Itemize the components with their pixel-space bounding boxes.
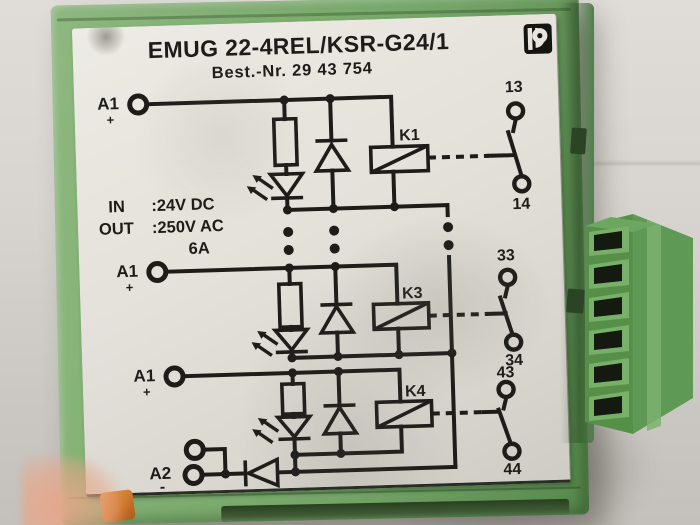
rating-current: 6A [188,239,210,258]
terminal-13 [505,101,526,121]
label-k4: K4 [405,383,426,401]
terminal-44 [502,441,522,461]
finger [22,455,122,525]
led1-arrows-icon [246,175,274,202]
led-symbols [266,171,314,442]
label-minus: - [160,479,166,494]
terminal-43 [496,379,516,400]
rating-out-value: :250V AC [152,217,224,237]
label-plus-ch2: + [126,280,134,295]
label-a1-ch3: A1 [133,366,155,386]
label-a1-ch2: A1 [116,262,138,282]
resistor2-symbol [276,281,304,330]
relay-coil-k4 [374,398,435,430]
led3-arrows-icon [252,417,280,444]
led3-symbol [274,414,314,442]
relay-coil-symbols [368,143,435,430]
diode1-symbol [313,138,352,173]
relay-coil-k3 [371,300,432,332]
circuit-wires [145,94,525,477]
relay-module-housing: EMUG 22-4REL/KSR-G24/1 Best.-Nr. 29 43 7… [50,0,590,525]
junction-dots [221,94,457,479]
continuation-ellipsis-dots [283,222,454,255]
contact-terminal-rings [496,101,532,461]
label-44: 44 [503,461,521,479]
phoenix-contact-logo-icon [523,23,553,55]
label-plus-ch1: + [106,112,114,127]
label-a2: A2 [149,464,171,484]
resistor-symbols [271,116,307,417]
diode3-symbol [321,403,360,436]
label-k3: K3 [402,285,423,303]
series-diode-symbol [243,456,280,489]
input-terminal-rings [127,93,206,486]
label-plus-ch3: + [143,384,151,399]
terminal-a2 [182,463,205,486]
terminal-aux [183,438,206,461]
coil1-actuation-dashes [427,153,490,160]
label-a1-ch1: A1 [97,94,119,114]
terminal-14 [512,174,532,194]
relay-coil-k1 [368,143,431,175]
a2-bus-wires [200,446,458,477]
led1-symbol [266,171,306,201]
diode2-symbol [318,302,357,335]
side-wall-notch [570,127,587,155]
label-33: 33 [497,247,515,265]
terminal-34 [503,332,524,352]
terminal-openings [589,226,629,421]
led-emission-arrows [246,175,280,444]
coil2-actuation-dashes [428,311,488,318]
rating-in-value: :24V DC [151,195,215,215]
contact-arms [481,116,525,446]
label-13: 13 [505,79,523,97]
terminal-a1-ch3 [163,365,186,388]
schematic-text: A1 + A1 + A1 + A2 - K1 K3 K4 13 14 33 34… [97,79,531,495]
device-label: EMUG 22-4REL/KSR-G24/1 Best.-Nr. 29 43 7… [71,13,571,498]
label-k1: K1 [399,127,420,145]
terminal-33 [497,267,518,287]
terminal-a1-ch2 [146,260,169,283]
resistor3-symbol [279,381,307,417]
right-rail-wire [446,255,458,470]
backdrop-seam [592,162,700,165]
label-14: 14 [512,196,530,214]
plug-terminal-block [585,214,693,434]
resistor1-symbol [271,116,299,168]
label-34: 34 [505,352,523,370]
led2-symbol [271,327,311,355]
terminal-a1-ch1 [127,93,150,116]
channel1-wires [145,94,450,218]
coil3-actuation-dashes [431,410,484,416]
label-43: 43 [496,364,514,382]
led2-arrows-icon [251,330,279,357]
flyback-diode-symbols [313,138,360,436]
circuit-schematic: A1 + A1 + A1 + A2 - K1 K3 K4 13 14 33 34… [97,79,532,495]
rating-out-label: OUT [99,220,134,239]
rating-in-label: IN [108,198,125,216]
